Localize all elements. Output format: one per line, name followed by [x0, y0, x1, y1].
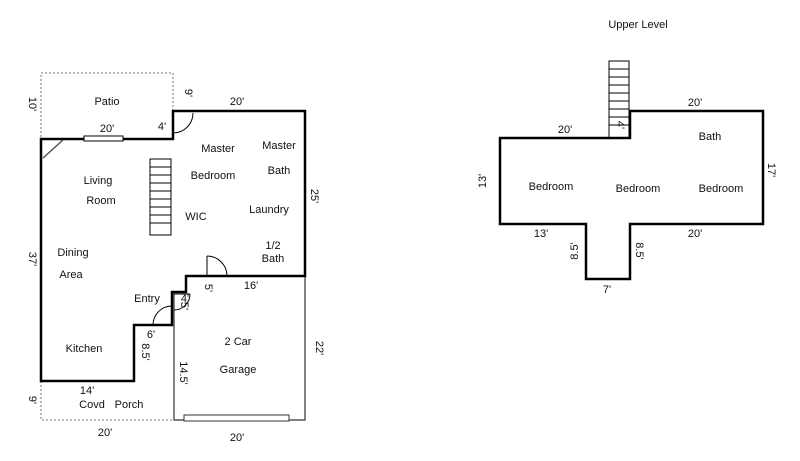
upper-dim-bottom-left: 13': [534, 228, 548, 240]
porch-outline: [40, 381, 174, 421]
entry-label: Entry: [134, 293, 160, 305]
dim-garage-left: 14.5': [177, 361, 189, 385]
dim-garage-right: 22': [313, 341, 325, 355]
dim-bottom-left: 20': [98, 427, 112, 439]
entry-door-swing: [152, 305, 173, 326]
dim-step-5a: 5': [202, 284, 214, 292]
half-bath-door-swing: [206, 255, 228, 277]
upper-dim-bump-right: 8.5': [633, 242, 645, 259]
dim-entry-6: 6': [147, 329, 155, 341]
upper-dim-top-left: 20': [558, 124, 572, 136]
half-bath-label-2: Bath: [262, 253, 285, 265]
dim-step-5b: 5': [178, 302, 190, 310]
dining-area-label-2: Area: [59, 269, 83, 281]
kitchen-label: Kitchen: [66, 343, 103, 355]
upper-dim-top-right: 20': [688, 97, 702, 109]
dim-master-top: 20': [230, 96, 244, 108]
porch-label-2: Porch: [115, 399, 144, 411]
living-room-label-2: Room: [86, 195, 115, 207]
garage-outline: [173, 277, 306, 421]
dim-step-4: 4': [181, 293, 189, 305]
master-bedroom-label-2: Bedroom: [191, 170, 236, 182]
bedroom-3-label: Bedroom: [699, 183, 744, 195]
garage-label-1: 2 Car: [225, 336, 252, 348]
main-floor: Patio Master Bedroom Master Bath Living …: [26, 72, 325, 444]
living-room-label-1: Living: [84, 175, 113, 187]
upper-level-title: Upper Level: [608, 19, 667, 31]
master-bath-label-1: Master: [262, 140, 296, 152]
fireplace-corner: [42, 139, 64, 159]
upper-dim-left-side: 13': [477, 174, 489, 188]
main-stairs: [149, 158, 172, 236]
patio-outline: [40, 72, 174, 137]
upper-dim-stair-4: 4': [614, 121, 626, 129]
dim-right-side: 25': [308, 189, 320, 203]
half-bath-label-1: 1/2: [265, 240, 280, 252]
upper-bath-label: Bath: [699, 131, 722, 143]
dim-garage-top: 16': [244, 280, 258, 292]
dim-left-side: 37': [26, 252, 38, 266]
upper-outline: [498, 109, 765, 281]
upper-dim-bottom-right: 20': [688, 228, 702, 240]
bedroom-2-label: Bedroom: [616, 183, 661, 195]
garage-label-2: Garage: [220, 364, 257, 376]
patio-slider-door: [83, 135, 124, 142]
upper-dim-bump-bottom: 7': [603, 284, 611, 296]
master-bath-label-2: Bath: [268, 165, 291, 177]
upper-dim-right-side: 17': [765, 163, 777, 177]
dim-door-4: 4': [158, 121, 166, 133]
dim-kitchen-step: 8.5': [139, 343, 151, 360]
porch-label-1: Covd: [79, 399, 105, 411]
laundry-label: Laundry: [249, 204, 289, 216]
dim-bottom-garage: 20': [230, 432, 244, 444]
dim-patio-depth: 10': [26, 97, 38, 111]
dim-patio-side: 9': [182, 89, 194, 97]
master-bedroom-label-1: Master: [201, 143, 235, 155]
patio-label: Patio: [94, 96, 119, 108]
house-outline: [39, 109, 307, 383]
master-door-swing: [172, 112, 194, 134]
garage-door-swing: [173, 293, 191, 311]
dining-area-label-1: Dining: [57, 247, 88, 259]
dim-porch-top: 14': [80, 385, 94, 397]
dim-patio-width: 20': [100, 123, 114, 135]
dim-porch-depth: 9': [26, 396, 38, 404]
bedroom-1-label: Bedroom: [529, 181, 574, 193]
upper-level: Upper Level Bath Bedroom Bedroom Bedroom…: [477, 19, 777, 296]
wic-label: WIC: [185, 211, 206, 223]
upper-dim-bump-left: 8.5': [569, 242, 581, 259]
garage-door: [183, 414, 290, 422]
